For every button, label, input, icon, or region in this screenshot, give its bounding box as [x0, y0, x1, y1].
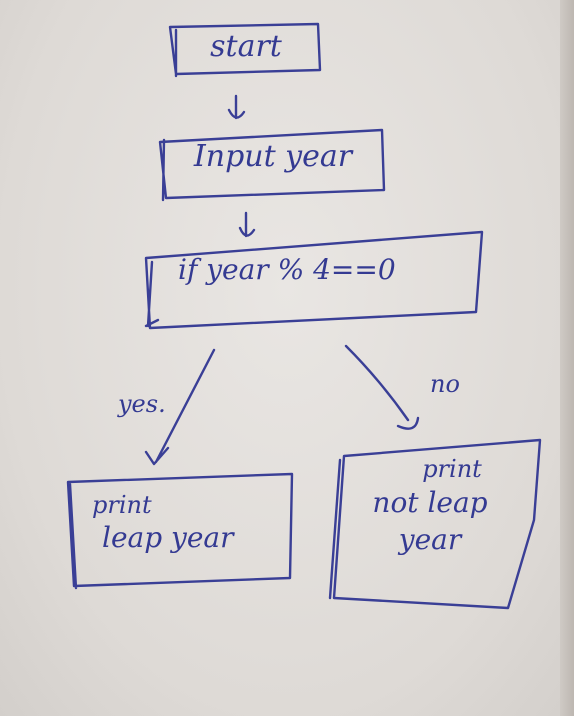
start-node-label: start — [210, 29, 282, 64]
input-box — [158, 128, 386, 202]
not-leap-node-label: print not leap year — [340, 454, 520, 558]
leap-node-label: print leap year — [88, 490, 268, 555]
not-leap-box — [328, 438, 542, 610]
leap-box — [66, 472, 294, 590]
condition-node-label: if year % 4==0 — [178, 253, 396, 286]
arrow-start-input — [227, 94, 246, 120]
arrow-input-condition — [238, 211, 256, 238]
not-leap-line-1: print — [422, 455, 482, 483]
leap-line-2: leap year — [102, 521, 234, 554]
yes-edge-label: yes. — [118, 390, 166, 418]
input-node-label: Input year — [193, 139, 353, 174]
not-leap-line-3: year — [398, 522, 462, 556]
start-box — [168, 22, 322, 78]
condition-box — [144, 230, 484, 330]
paper-edge — [560, 0, 574, 716]
not-leap-line-2: not leap — [372, 486, 488, 520]
no-edge-label: no — [430, 370, 460, 398]
arrow-yes — [144, 348, 216, 466]
leap-line-1: print — [92, 491, 152, 519]
arrow-no — [344, 344, 420, 430]
